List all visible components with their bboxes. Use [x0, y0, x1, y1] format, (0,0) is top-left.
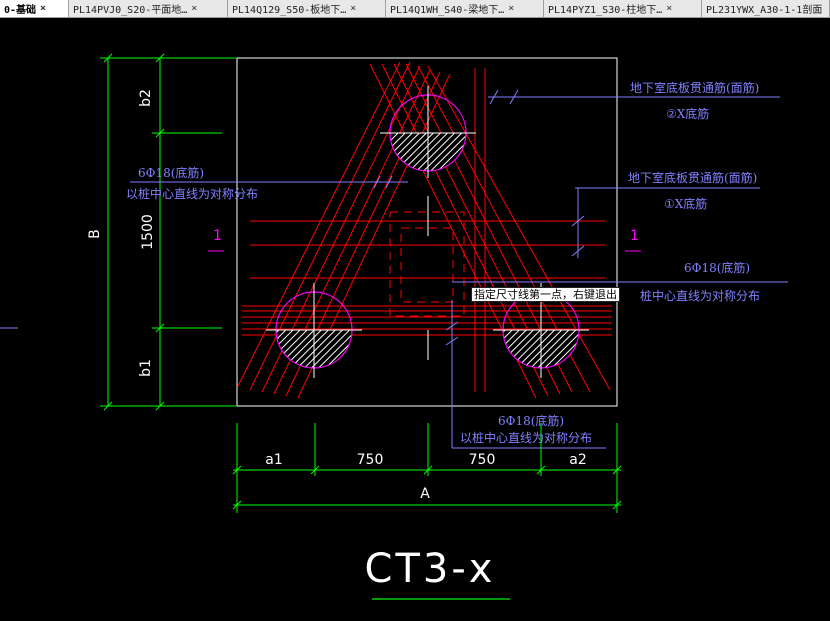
command-tooltip: 指定尺寸线第一点，右键退出	[471, 287, 620, 302]
note-rebar-bottom-dist: 以桩中心直线为对称分布	[460, 430, 592, 445]
tab-label: PL14PYZ1_S30-柱地下…	[548, 5, 663, 16]
dimension-horizontal	[232, 423, 622, 513]
tab-section[interactable]: PL231YWX_A30-1-1剖面	[702, 0, 830, 17]
dim-B: B	[87, 229, 103, 239]
tab-foundation[interactable]: 0-基础×	[0, 0, 69, 17]
svg-text:1: 1	[630, 228, 639, 244]
dim-A: A	[420, 486, 430, 502]
tab-close-icon[interactable]: ×	[666, 3, 673, 14]
svg-text:1: 1	[213, 228, 222, 244]
note-rebar-left-dist: 以桩中心直线为对称分布	[126, 186, 258, 201]
drawing-title: CT3-x	[365, 546, 496, 592]
note-rebar-bottom: 6Φ18(底筋)	[498, 413, 564, 428]
note-rebar-right: 6Φ18(底筋)	[684, 260, 750, 275]
pile-top	[380, 86, 476, 178]
section-mark-left: 1	[208, 228, 224, 252]
section-mark-right: 1	[625, 228, 641, 252]
dim-750-left: 750	[357, 452, 384, 468]
pile-bottom-right	[493, 283, 589, 378]
dimension-vertical	[100, 53, 236, 411]
annotation-leaders	[130, 89, 788, 449]
tab-slab[interactable]: PL14Q129_S50-板地下…×	[228, 0, 386, 17]
tab-bar: 0-基础× PL14PVJ0_S20-平面地…× PL14Q129_S50-板地…	[0, 0, 830, 18]
rebar-vertical	[474, 68, 486, 392]
tab-label: PL14Q1WH_S40-梁地下…	[390, 5, 505, 16]
tab-label: 0-基础	[4, 5, 37, 16]
dim-1500: 1500	[140, 214, 156, 250]
pile-bottom-left	[266, 283, 362, 378]
note-bar-1-bottom: ①X底筋	[664, 196, 707, 211]
tab-close-icon[interactable]: ×	[191, 3, 198, 14]
note-bar-2-bottom: ②X底筋	[666, 106, 709, 121]
cad-canvas[interactable]: b2 1500 b1 B a1 750 750 a2 A 1 1 地下室	[0, 17, 830, 621]
dim-b2: b2	[138, 89, 154, 107]
note-rebar-right-dist: 桩中心直线为对称分布	[640, 288, 760, 303]
note-slab-through-bar-2: 地下室底板贯通筋(面筋)	[630, 80, 759, 95]
tab-close-icon[interactable]: ×	[508, 3, 515, 14]
tab-beam[interactable]: PL14Q1WH_S40-梁地下…×	[386, 0, 544, 17]
tab-label: PL14Q129_S50-板地下…	[232, 5, 347, 16]
dim-a1: a1	[265, 452, 283, 468]
tab-close-icon[interactable]: ×	[350, 3, 357, 14]
note-rebar-left: 6Φ18(底筋)	[138, 165, 204, 180]
dim-750-right: 750	[469, 452, 496, 468]
tab-column[interactable]: PL14PYZ1_S30-柱地下…×	[544, 0, 702, 17]
tab-close-icon[interactable]: ×	[40, 3, 47, 14]
tab-label: PL14PVJ0_S20-平面地…	[73, 5, 188, 16]
note-slab-through-bar-1: 地下室底板贯通筋(面筋)	[628, 170, 757, 185]
tab-plan[interactable]: PL14PVJ0_S20-平面地…×	[69, 0, 228, 17]
dim-a2: a2	[569, 452, 587, 468]
tab-label: PL231YWX_A30-1-1剖面	[706, 5, 823, 16]
column-inner-dashed	[400, 227, 454, 303]
pile-cap-outline	[236, 57, 618, 407]
dim-b1: b1	[138, 359, 154, 377]
column-dashed-outline	[389, 211, 465, 317]
